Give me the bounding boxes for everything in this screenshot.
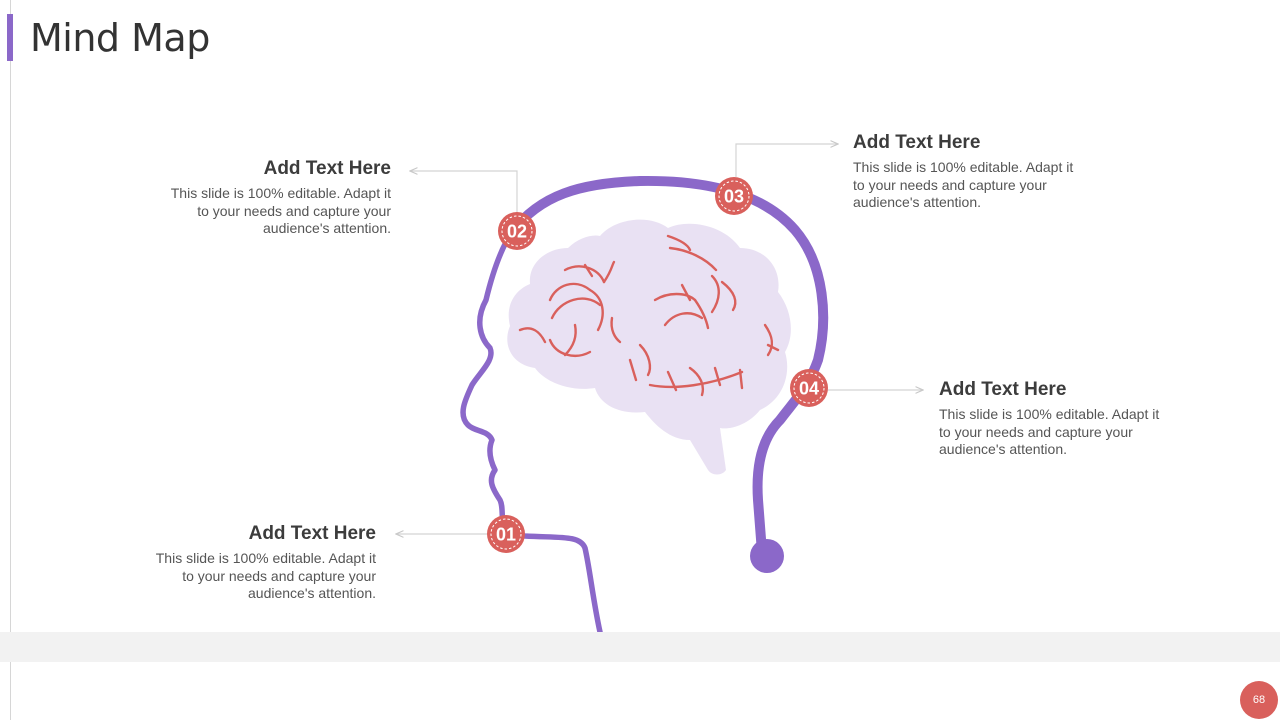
node-badge-03: 03 xyxy=(715,177,753,215)
page-number-badge: 68 xyxy=(1240,681,1278,719)
title-accent-bar xyxy=(7,14,13,61)
node-badge-01: 01 xyxy=(487,515,525,553)
callout-heading-02: Add Text Here xyxy=(263,158,391,179)
left-rule xyxy=(10,0,11,720)
node-badge-04: 04 xyxy=(790,369,828,407)
callout-03: Add Text Here This slide is 100% editabl… xyxy=(853,132,1078,212)
callout-04: Add Text Here This slide is 100% editabl… xyxy=(939,379,1164,459)
callout-02: Add Text Here This slide is 100% editabl… xyxy=(161,158,391,238)
callout-body-04: This slide is 100% editable. Adapt it to… xyxy=(939,406,1160,457)
brain-icon xyxy=(507,219,791,475)
callout-body-03: This slide is 100% editable. Adapt it to… xyxy=(853,159,1074,210)
node-number-02: 02 xyxy=(507,222,527,242)
node-badge-02: 02 xyxy=(498,212,536,250)
head-outline xyxy=(460,229,603,635)
node-number-01: 01 xyxy=(496,525,516,545)
node-number-03: 03 xyxy=(724,187,744,207)
connector-03 xyxy=(735,144,838,177)
head-end-dot xyxy=(750,539,784,573)
head-crown-outline xyxy=(507,175,829,557)
callout-01: Add Text Here This slide is 100% editabl… xyxy=(146,523,376,603)
callout-body-01: This slide is 100% editable. Adapt it to… xyxy=(155,550,376,601)
callout-heading-03: Add Text Here xyxy=(853,132,981,153)
slide-title: Mind Map xyxy=(30,16,210,60)
callout-heading-04: Add Text Here xyxy=(939,379,1067,400)
callout-heading-01: Add Text Here xyxy=(248,523,376,544)
callout-body-02: This slide is 100% editable. Adapt it to… xyxy=(170,185,391,236)
connector-02 xyxy=(410,171,518,213)
footer-band xyxy=(0,632,1280,662)
node-number-04: 04 xyxy=(799,379,819,399)
